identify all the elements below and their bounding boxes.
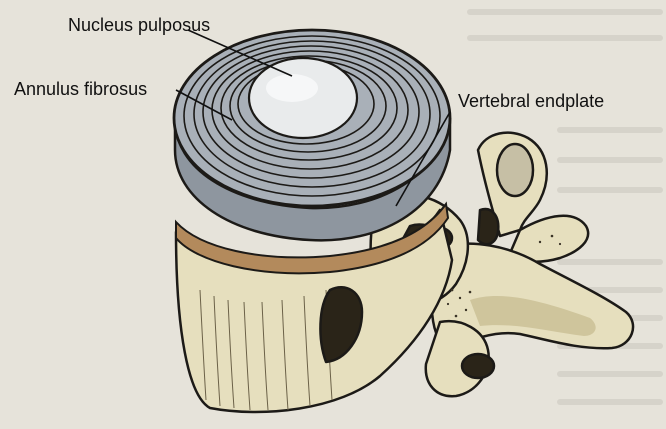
nucleus-pulposus bbox=[249, 58, 357, 138]
label-annulus-fibrosus: Annulus fibrosus bbox=[14, 80, 147, 98]
articular-facet bbox=[497, 144, 533, 196]
facet-lower bbox=[462, 354, 494, 378]
label-nucleus-pulposus: Nucleus pulposus bbox=[68, 16, 210, 34]
label-vertebral-endplate: Vertebral endplate bbox=[458, 92, 604, 110]
notch-shadow bbox=[478, 209, 498, 244]
